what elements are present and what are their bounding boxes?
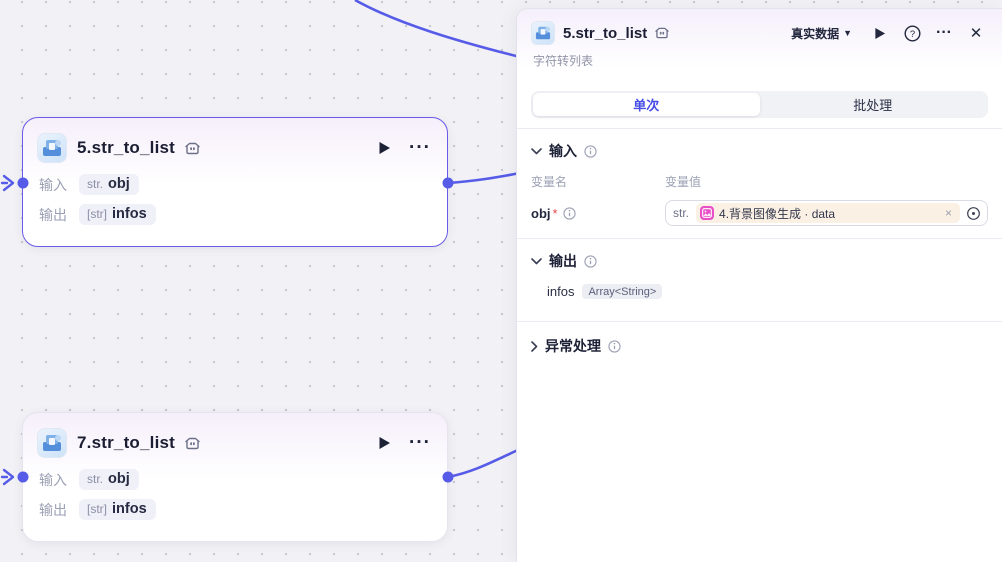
panel-node-icon xyxy=(531,21,555,45)
spacer xyxy=(531,299,988,309)
tab-wrap: 单次 批处理 xyxy=(517,79,1002,128)
variable-type: [str] xyxy=(87,207,107,221)
workflow-badge-icon xyxy=(185,437,200,450)
node-row-label: 输入 xyxy=(39,176,67,193)
chevron-down-icon xyxy=(531,147,542,155)
variable-name: infos xyxy=(112,206,147,222)
node-5-str-to-list[interactable]: 5.str_to_list ··· 输入 str. obj 输出 [str] i… xyxy=(22,117,448,247)
info-icon xyxy=(608,339,621,353)
param-row-obj: obj * str. 4.背景图像生成 · data × xyxy=(531,200,988,226)
variable-name: infos xyxy=(112,501,147,517)
input-section: 输入 变量名 变量值 obj * str. xyxy=(517,129,1002,238)
node-app-icon xyxy=(37,133,67,163)
info-icon xyxy=(584,144,597,158)
variable-type: str. xyxy=(87,177,104,191)
reference-value: 4.背景图像生成 · data xyxy=(719,206,836,221)
reference-chip[interactable]: 4.背景图像生成 · data × xyxy=(696,203,960,223)
locate-node-icon[interactable] xyxy=(963,203,983,223)
variable-name: obj xyxy=(108,176,130,192)
output-name: infos xyxy=(547,284,575,299)
variable-chip: [str] infos xyxy=(79,204,156,225)
help-icon[interactable]: ? xyxy=(900,21,924,45)
column-labels: 变量名 变量值 xyxy=(531,173,988,190)
edge-arrow-into-node7 xyxy=(0,468,15,486)
node-run-button[interactable] xyxy=(371,135,397,161)
chevron-down-icon xyxy=(531,257,542,265)
tab-single[interactable]: 单次 xyxy=(533,93,760,116)
node-header: 5.str_to_list ··· xyxy=(37,131,433,165)
col-variable-value: 变量值 xyxy=(665,175,702,189)
divider xyxy=(517,238,1002,239)
edge-node5-out[interactable] xyxy=(447,171,521,185)
node-title: 5.str_to_list xyxy=(77,138,176,157)
remove-reference-icon[interactable]: × xyxy=(944,206,952,220)
variable-name: obj xyxy=(108,471,130,487)
param-name: obj xyxy=(531,205,551,221)
node-run-button[interactable] xyxy=(371,430,397,456)
node-input-row: 输入 str. obj xyxy=(37,469,433,490)
data-mode-dropdown[interactable]: 真实数据 ▼ xyxy=(791,25,852,42)
node-input-row: 输入 str. obj xyxy=(37,174,433,195)
node-row-label: 输出 xyxy=(39,501,67,518)
close-icon[interactable]: ✕ xyxy=(969,25,983,42)
app-icon-art xyxy=(43,435,61,451)
edge-incoming-top[interactable] xyxy=(354,0,521,59)
param-value-type: str. xyxy=(673,206,690,220)
chevron-right-icon xyxy=(531,340,538,352)
edge-arrow-into-node5 xyxy=(0,174,15,192)
node-header: 7.str_to_list ··· xyxy=(37,426,433,460)
param-name-cell: obj * xyxy=(531,206,665,221)
info-icon xyxy=(562,206,576,220)
panel-title: 5.str_to_list xyxy=(563,24,648,42)
panel-more-button[interactable]: ··· xyxy=(936,24,952,41)
data-mode-label: 真实数据 xyxy=(791,26,840,41)
exception-section: 异常处理 xyxy=(517,322,1002,370)
exception-section-title: 异常处理 xyxy=(545,338,601,354)
variable-type: str. xyxy=(87,472,104,486)
node-more-button[interactable]: ··· xyxy=(409,137,431,158)
node-row-label: 输入 xyxy=(39,471,67,488)
output-type-chip: Array<String> xyxy=(582,284,663,299)
node-output-row: 输出 [str] infos xyxy=(37,204,433,225)
param-value-field[interactable]: str. 4.背景图像生成 · data × xyxy=(665,200,988,226)
panel-subtitle: 字符转列表 xyxy=(533,54,594,68)
workflow-badge-icon xyxy=(185,142,200,155)
variable-chip: str. obj xyxy=(79,174,139,195)
info-icon xyxy=(584,254,597,268)
exception-section-header[interactable]: 异常处理 xyxy=(531,336,988,356)
tab-batch[interactable]: 批处理 xyxy=(853,98,893,113)
output-row-infos: infos Array<String> xyxy=(531,284,988,299)
divider xyxy=(517,321,1002,322)
col-variable-name: 变量名 xyxy=(531,175,568,189)
input-section-title: 输入 xyxy=(549,143,577,159)
node-output-row: 输出 [str] infos xyxy=(37,499,433,520)
edge-node7-out[interactable] xyxy=(447,447,521,479)
image-icon xyxy=(700,206,715,220)
node-more-button[interactable]: ··· xyxy=(409,432,431,453)
variable-chip: str. obj xyxy=(79,469,139,490)
input-section-header[interactable]: 输入 xyxy=(531,141,988,161)
node-row-label: 输出 xyxy=(39,206,67,223)
panel-title-row: 5.str_to_list 真实数据 ▼ ? ··· ✕ xyxy=(531,21,988,45)
node-7-str-to-list[interactable]: 7.str_to_list ··· 输入 str. obj 输出 [str] i… xyxy=(22,412,448,542)
svg-text:?: ? xyxy=(909,29,914,40)
panel-run-button[interactable] xyxy=(868,21,892,45)
chevron-down-icon: ▼ xyxy=(843,28,852,38)
variable-chip: [str] infos xyxy=(79,499,156,520)
divider xyxy=(517,128,1002,129)
output-section: 输出 infos Array<String> xyxy=(517,239,1002,321)
panel-header: 5.str_to_list 真实数据 ▼ ? ··· ✕ 字符转列表 xyxy=(517,9,1002,79)
node-detail-panel: 5.str_to_list 真实数据 ▼ ? ··· ✕ 字符转列表 单次 批处… xyxy=(516,8,1002,562)
run-mode-tabs: 单次 批处理 xyxy=(531,91,988,118)
node-title: 7.str_to_list xyxy=(77,433,176,452)
output-section-title: 输出 xyxy=(549,253,577,269)
workflow-badge-icon xyxy=(655,27,669,39)
app-icon-art xyxy=(43,140,61,156)
variable-type: [str] xyxy=(87,502,107,516)
required-asterisk: * xyxy=(552,205,558,221)
output-section-header[interactable]: 输出 xyxy=(531,251,988,271)
node-app-icon xyxy=(37,428,67,458)
